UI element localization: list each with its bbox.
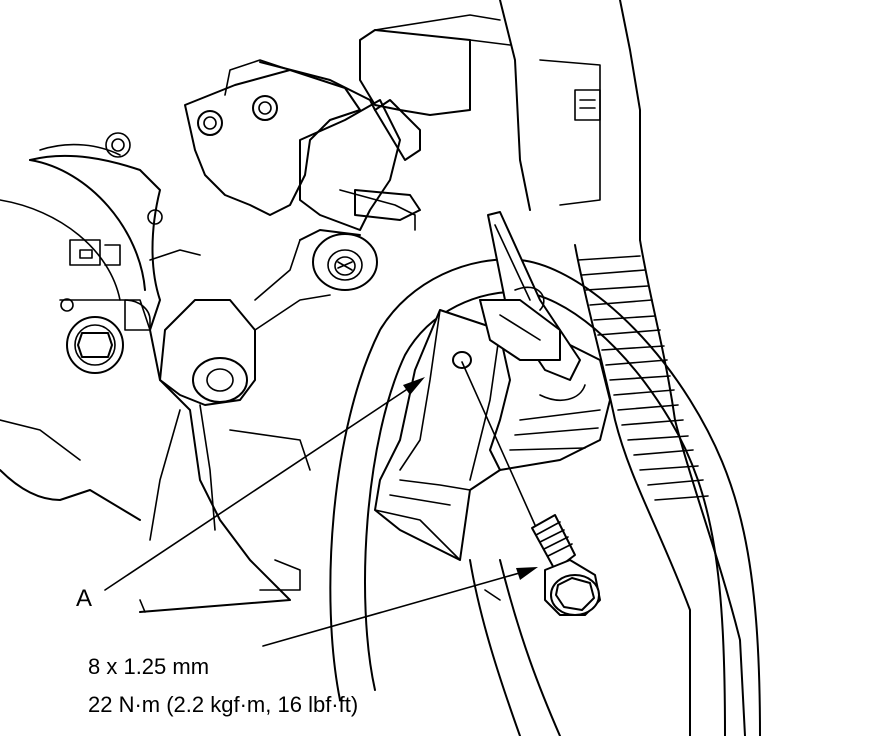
engine-block — [0, 14, 511, 613]
leader-bolt — [262, 569, 531, 647]
bolt-axis-line — [461, 361, 536, 526]
bracket-a — [374, 211, 611, 561]
bolt — [531, 514, 601, 616]
leader-bolt-arrowhead — [516, 567, 538, 580]
leader-lines — [104, 361, 538, 647]
bolt-torque-label: 22 N·m (2.2 kgf·m, 16 lbf·ft) — [88, 692, 358, 717]
leader-a-arrowhead — [403, 377, 425, 395]
leader-a — [104, 381, 419, 591]
bolt-size-label: 8 x 1.25 mm — [88, 654, 209, 679]
callout-a: A — [76, 585, 92, 612]
